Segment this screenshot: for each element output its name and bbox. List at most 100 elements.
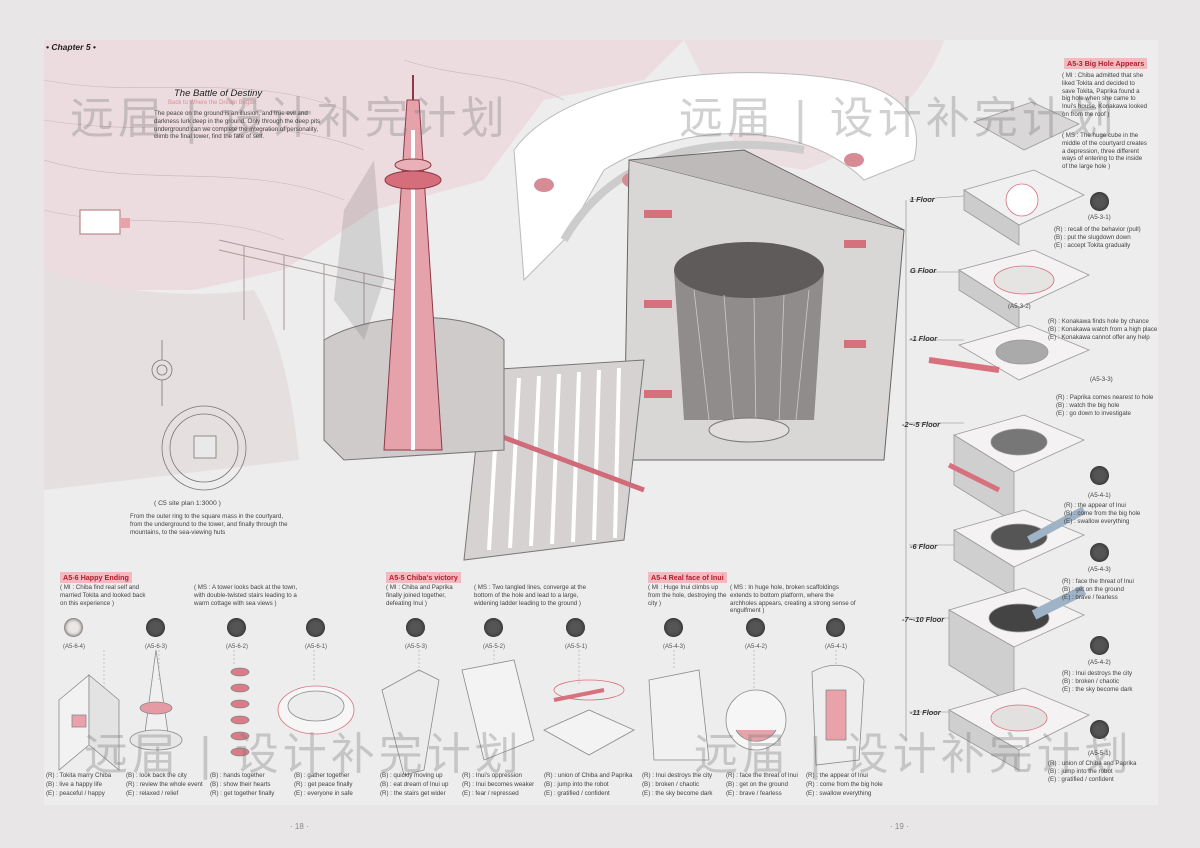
scene-code: (A5-3-3) bbox=[1090, 376, 1113, 383]
big-hole bbox=[674, 242, 824, 298]
scene-line: (R) : the appear of Inui bbox=[1064, 502, 1126, 509]
scene-code: (A5-5-2) bbox=[482, 644, 505, 650]
scene-thumbnail bbox=[64, 618, 83, 637]
scene-line: (E) : the sky become dark bbox=[642, 790, 713, 797]
intro-text: The peace on the ground is an illusion, … bbox=[154, 110, 321, 141]
scene-line: (B) : jump into the robot bbox=[1048, 768, 1113, 775]
chapter-label: • Chapter 5 • bbox=[46, 42, 96, 52]
scene-line: (R) : the appear of Inui bbox=[806, 772, 868, 779]
scene-line: (B) : Konakawa watch from a high place bbox=[1048, 326, 1158, 333]
scene-code: (A5-5-1) bbox=[1088, 750, 1111, 757]
watermark: 远届 | 设计补完计划 bbox=[84, 729, 523, 780]
watermark: 远届 | 设计补完计划 bbox=[694, 729, 1133, 780]
scene-line: (R) : Inui becomes weaker bbox=[462, 781, 535, 788]
scene-line: (E) : brave / fearless bbox=[726, 790, 782, 797]
scene-thumbnail bbox=[1090, 720, 1109, 739]
floor-label: -7~-10 Floor bbox=[902, 615, 945, 624]
scene-code: (A5-4-2) bbox=[1088, 659, 1111, 666]
scene-code: (A5-4-1) bbox=[824, 644, 847, 650]
scene-line: (B) : live a happy life bbox=[46, 781, 103, 788]
floor-label: -2~-5 Floor bbox=[902, 420, 940, 429]
a56-mi: ( MI : Chiba find real self and married … bbox=[60, 584, 146, 607]
floor-models bbox=[928, 101, 1091, 771]
scene-line: (R) : Inui destroys the city bbox=[642, 772, 713, 779]
axonometric-illustration bbox=[44, 40, 1091, 776]
a55-ms: ( MS : Two tangled lines, converge at th… bbox=[474, 584, 587, 607]
scene-line: (E) : relaxed / relief bbox=[126, 790, 179, 797]
scene-line: (B) : gather together bbox=[294, 772, 350, 779]
drawing-board: 远届 | 设计补完计划 远届 | 设计补完计划 远届 | 设计补完计划 远届 |… bbox=[44, 40, 1158, 805]
scene-code: (A5-3-1) bbox=[1088, 214, 1111, 221]
a56-ms: ( MS : A tower looks back at the town, w… bbox=[194, 584, 298, 607]
watermark: 远届 | 设计补完计划 bbox=[679, 93, 1118, 144]
scene-line: (E) : the sky become dark bbox=[1062, 686, 1133, 693]
scene-code: (A5-5-3) bbox=[404, 644, 427, 650]
scene-thumbnail bbox=[1090, 636, 1109, 655]
scene-code: (A5-4-1) bbox=[1088, 492, 1111, 499]
scene-line: (B) : come from the big hole bbox=[1064, 510, 1141, 517]
scene-code: (A5-6-3) bbox=[144, 644, 167, 650]
scene-line: (E) : brave / fearless bbox=[1062, 594, 1118, 601]
a56-tag: A5-6 Happy Ending bbox=[60, 572, 132, 583]
a54-ms: ( MS : In huge hole, broken scaffoldings… bbox=[730, 584, 856, 615]
scene-line: (B) : broken / chaotic bbox=[642, 781, 700, 788]
scene-line: (E) : everyone in safe bbox=[294, 790, 353, 797]
scene-line: (R) : Inui destroys the city bbox=[1062, 670, 1133, 677]
floor-label: -11 Floor bbox=[910, 708, 941, 717]
scene-line: (B) : get on the ground bbox=[726, 781, 788, 788]
a53-mi: ( MI : Chiba admitted that she liked Tok… bbox=[1062, 72, 1148, 118]
scene-line: (B) : look back the city bbox=[126, 772, 187, 779]
scene-line: (E) : Konakawa cannot offer any help bbox=[1048, 334, 1150, 341]
scene-thumbnail bbox=[1090, 466, 1109, 485]
scene-line: (B) : put the slugdown down bbox=[1054, 234, 1131, 241]
floor-label: -6 Floor bbox=[910, 542, 938, 551]
scene-line: (B) : jump into the robot bbox=[544, 781, 609, 788]
scene-line: (R) : the stairs get wider bbox=[380, 790, 446, 797]
scene-line: (R) : face the threat of Inui bbox=[726, 772, 798, 779]
scene-code: (A5-6-4) bbox=[62, 644, 85, 650]
scene-thumbnail bbox=[306, 618, 325, 637]
scene-thumbnail bbox=[146, 618, 165, 637]
scene-line: (B) : broken / chaotic bbox=[1062, 678, 1120, 685]
scene-code: (A5-4-3) bbox=[1088, 566, 1111, 573]
scene-line: (R) : review the whole event bbox=[126, 781, 203, 788]
sea-view-hut bbox=[79, 209, 121, 235]
floor-label: -1 Floor bbox=[910, 334, 938, 343]
scene-line: (R) : come from the big hole bbox=[806, 781, 883, 788]
scene-thumbnail bbox=[826, 618, 845, 637]
page-number-right: · 19 · bbox=[890, 822, 909, 831]
site-plan bbox=[151, 340, 247, 491]
scene-line: (E) : swallow everything bbox=[1064, 518, 1130, 525]
scene-line: (E) : gratified / confident bbox=[1048, 776, 1114, 783]
scene-code: (A5-4-3) bbox=[662, 644, 685, 650]
bridge bbox=[218, 239, 395, 350]
scene-line: (B) : eat dream of Inui up bbox=[380, 781, 449, 788]
subtitle: Back to Where the Dream Began bbox=[168, 100, 257, 106]
scene-line: (B) : show their hearts bbox=[210, 781, 271, 788]
scene-line: (B) : hands together bbox=[210, 772, 265, 779]
scene-line: (E) : go down to investigate bbox=[1056, 410, 1131, 417]
scene-line: (R) : get together finally bbox=[210, 790, 275, 797]
scene-thumbnail bbox=[1090, 192, 1109, 211]
scene-thumbnail bbox=[566, 618, 585, 637]
a54-tag: A5-4 Real face of Inui bbox=[648, 572, 727, 583]
floor-label: 1 Floor bbox=[910, 195, 935, 204]
scene-line: (B) : get on the ground bbox=[1062, 586, 1124, 593]
scene-line: (R) : union of Chiba and Paprika bbox=[1048, 760, 1137, 767]
outer-ring bbox=[513, 72, 917, 282]
scene-line: (R) : get peace finally bbox=[294, 781, 353, 788]
scene-line: (R) : face the threat of Inui bbox=[1062, 578, 1134, 585]
scene-thumbnail bbox=[746, 618, 765, 637]
a55-tag: A5-5 Chiba's victory bbox=[386, 572, 461, 583]
bottom-models bbox=[58, 649, 865, 776]
scene-thumbnail bbox=[227, 618, 246, 637]
scene-code: (A5-6-2) bbox=[225, 644, 248, 650]
scene-line: (R) : Konakawa finds hole by chance bbox=[1048, 318, 1149, 325]
scene-line: (B) : quickly moving up bbox=[380, 772, 443, 779]
scene-line: (R) : Paprika comes nearest to hole bbox=[1056, 394, 1154, 401]
scene-line: (R) : Inui's oppression bbox=[462, 772, 522, 779]
scene-code: (A5-5-1) bbox=[564, 644, 587, 650]
scene-thumbnail bbox=[406, 618, 425, 637]
scene-code: (A5-3-2) bbox=[1008, 303, 1031, 310]
scene-code: (A5-4-2) bbox=[744, 644, 767, 650]
